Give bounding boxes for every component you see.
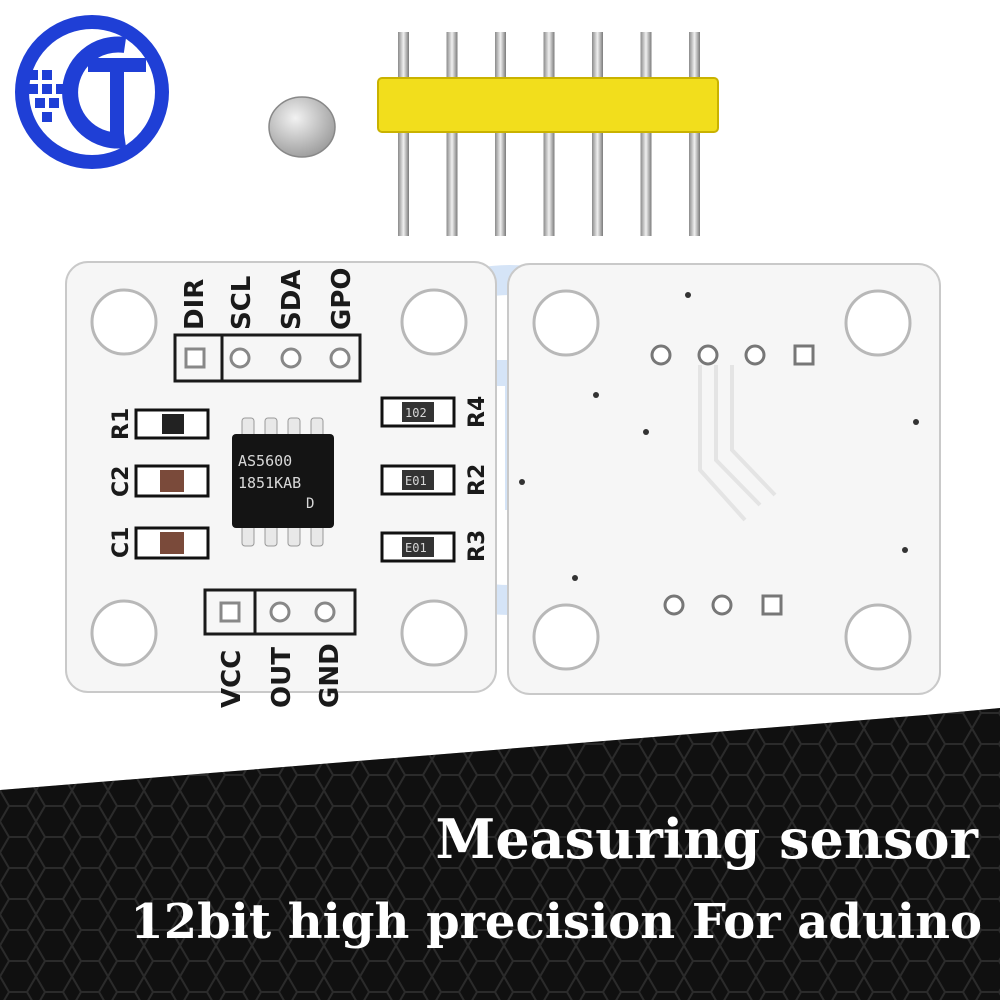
part-label-r1: R1 <box>109 408 134 440</box>
header-pin <box>640 32 652 236</box>
banner-line-1: Measuring sensor <box>436 807 979 871</box>
chip-marking-3: D <box>306 496 314 512</box>
part-label-c2: C2 <box>109 466 134 497</box>
header-pin <box>592 32 603 236</box>
chip-marking-2: 1851KAB <box>238 474 301 492</box>
as5600-chip: AS5600 1851KAB D <box>232 417 334 547</box>
pin-label-scl: SCL <box>227 276 257 330</box>
banner-line-2: 12bit high precision For aduino <box>130 894 982 950</box>
part-label-r4: R4 <box>465 396 490 428</box>
pin-label-dir: DIR <box>180 279 210 330</box>
brand-logo <box>15 15 169 169</box>
pin-header <box>377 32 719 236</box>
header-pin <box>398 32 409 236</box>
smd-right: 102 E01 E01 <box>380 396 456 563</box>
pin-label-gnd: GND <box>315 643 345 708</box>
magnet-disc <box>268 96 336 158</box>
part-label-c1: C1 <box>109 527 134 558</box>
sensor-board-front: DIR SCL SDA GPO AS5600 1851KAB D R1 <box>65 261 497 708</box>
part-label-r2: R2 <box>465 464 490 496</box>
smd-left <box>134 408 210 560</box>
chip-marking-1: AS5600 <box>238 452 292 470</box>
pin-label-out: OUT <box>267 647 297 708</box>
pin-label-sda: SDA <box>277 270 307 330</box>
sensor-board-back <box>507 263 941 695</box>
smd-code-r2: E01 <box>405 474 427 488</box>
smd-code-r3: E01 <box>405 541 427 555</box>
header-pin <box>495 32 506 236</box>
part-label-r3: R3 <box>465 530 490 562</box>
pin-label-gpo: GPO <box>327 268 357 331</box>
header-pin <box>543 32 555 236</box>
header-pin <box>446 32 458 236</box>
smd-code-r4: 102 <box>405 406 427 420</box>
header-pin <box>689 32 700 236</box>
pin-label-vcc: VCC <box>217 650 247 708</box>
